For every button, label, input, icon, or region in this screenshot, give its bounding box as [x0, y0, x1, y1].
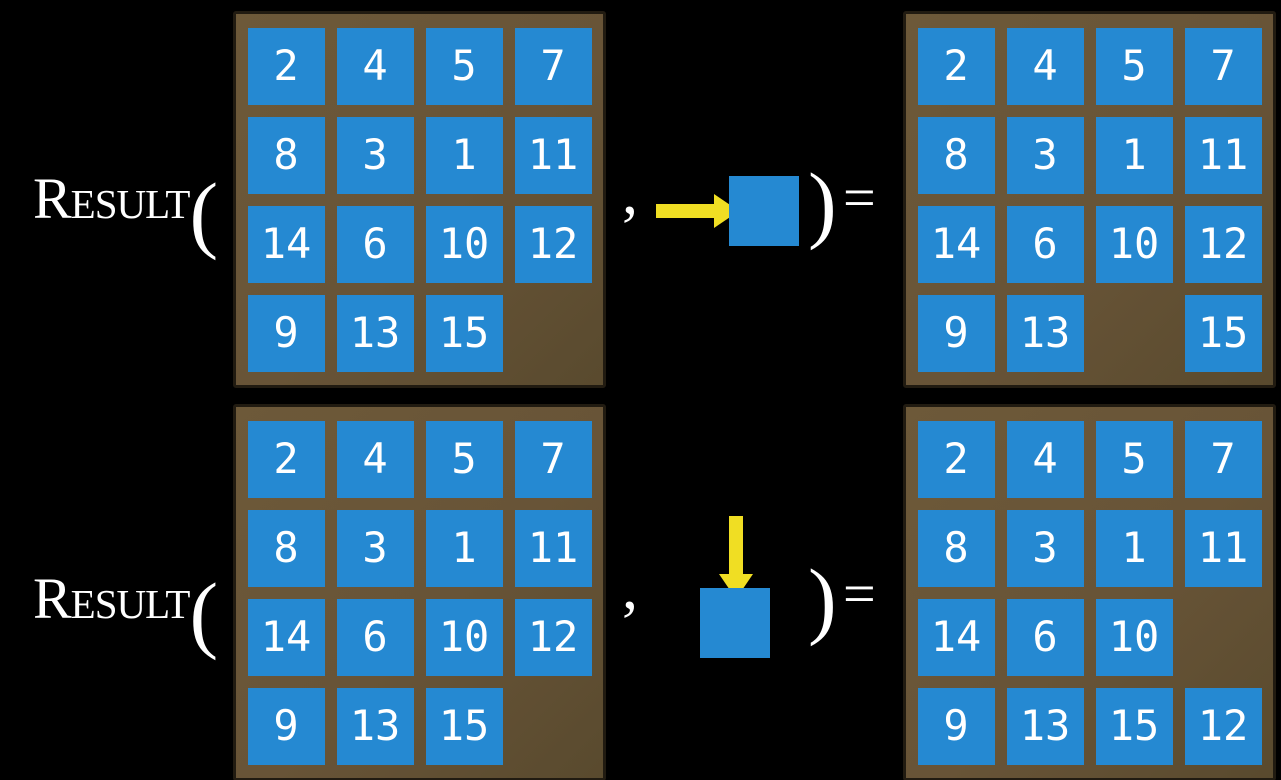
tile-11: 11 [514, 116, 592, 194]
tile-15: 15 [1184, 294, 1262, 372]
tile-9: 9 [917, 294, 995, 372]
tile-11: 11 [514, 509, 592, 587]
comma-separator: , [617, 140, 643, 224]
equals-sign: = [843, 405, 876, 780]
tile-9: 9 [917, 687, 995, 765]
tile-9: 9 [247, 294, 325, 372]
tile-7: 7 [514, 27, 592, 105]
tile-4: 4 [336, 27, 414, 105]
open-paren: ( [189, 165, 219, 261]
close-paren: ) [808, 155, 837, 251]
tile-3: 3 [336, 509, 414, 587]
moved-tile-icon [700, 588, 770, 658]
tile-1: 1 [1095, 116, 1173, 194]
tile-5: 5 [425, 27, 503, 105]
tile-12: 12 [1184, 205, 1262, 283]
tile-2: 2 [247, 420, 325, 498]
tile-14: 14 [247, 598, 325, 676]
open-paren: ( [189, 565, 219, 661]
tile-10: 10 [425, 205, 503, 283]
tile-15: 15 [425, 687, 503, 765]
result-function-label: Result( [33, 4, 218, 394]
tile-7: 7 [1184, 27, 1262, 105]
tile-15: 15 [1095, 687, 1173, 765]
tile-10: 10 [1095, 205, 1173, 283]
tile-7: 7 [514, 420, 592, 498]
tile-14: 14 [917, 205, 995, 283]
down-arrow-icon [719, 516, 753, 599]
tile-6: 6 [336, 205, 414, 283]
comma-separator: , [617, 535, 643, 619]
empty-cell [515, 688, 592, 765]
equals-glyph: = [843, 165, 876, 230]
tile-2: 2 [917, 27, 995, 105]
moved-tile-icon [729, 176, 799, 246]
tile-2: 2 [247, 27, 325, 105]
tile-10: 10 [1095, 598, 1173, 676]
tile-13: 13 [1006, 294, 1084, 372]
tile-13: 13 [1006, 687, 1084, 765]
tile-3: 3 [1006, 509, 1084, 587]
tile-12: 12 [1184, 687, 1262, 765]
empty-cell [1185, 599, 1262, 676]
tile-4: 4 [1006, 420, 1084, 498]
equals-sign: = [843, 3, 876, 393]
result-function-label: Result( [33, 410, 218, 780]
function-name: Result [33, 566, 190, 631]
tile-6: 6 [336, 598, 414, 676]
tile-12: 12 [514, 598, 592, 676]
tile-9: 9 [247, 687, 325, 765]
tile-14: 14 [917, 598, 995, 676]
close-paren-box: ) [808, 0, 837, 390]
close-paren: ) [808, 551, 837, 647]
tile-3: 3 [336, 116, 414, 194]
tile-1: 1 [425, 509, 503, 587]
tile-7: 7 [1184, 420, 1262, 498]
tile-2: 2 [917, 420, 995, 498]
tile-5: 5 [425, 420, 503, 498]
tile-13: 13 [336, 687, 414, 765]
tile-14: 14 [247, 205, 325, 283]
empty-cell [515, 295, 592, 372]
tile-5: 5 [1095, 27, 1173, 105]
tile-8: 8 [247, 509, 325, 587]
tile-6: 6 [1006, 205, 1084, 283]
tile-8: 8 [917, 116, 995, 194]
tile-4: 4 [1006, 27, 1084, 105]
comma-glyph: , [622, 551, 638, 622]
tile-1: 1 [1095, 509, 1173, 587]
tile-1: 1 [425, 116, 503, 194]
comma-glyph: , [622, 156, 638, 227]
tile-10: 10 [425, 598, 503, 676]
tile-3: 3 [1006, 116, 1084, 194]
tile-11: 11 [1184, 509, 1262, 587]
tile-6: 6 [1006, 598, 1084, 676]
equals-glyph: = [843, 561, 876, 626]
tile-15: 15 [425, 294, 503, 372]
tile-8: 8 [917, 509, 995, 587]
tile-13: 13 [336, 294, 414, 372]
right-arrow-icon [656, 194, 739, 228]
tile-5: 5 [1095, 420, 1173, 498]
tile-12: 12 [514, 205, 592, 283]
empty-cell [1096, 295, 1173, 372]
tile-11: 11 [1184, 116, 1262, 194]
tile-8: 8 [247, 116, 325, 194]
function-name: Result [33, 166, 190, 231]
tile-4: 4 [336, 420, 414, 498]
close-paren-box: ) [808, 402, 837, 780]
